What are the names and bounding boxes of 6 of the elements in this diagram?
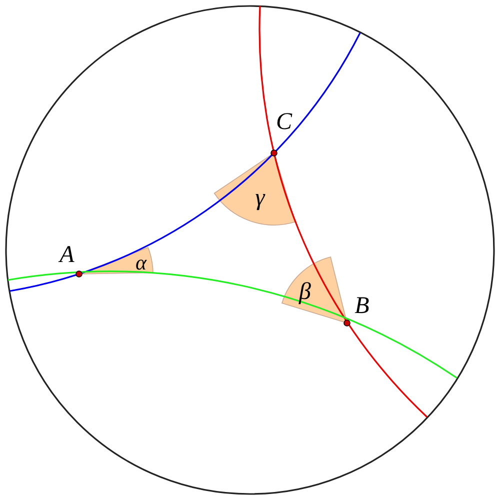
angle-label: α	[135, 256, 147, 270]
angle-label: γ	[255, 186, 265, 210]
vertex-label: A	[60, 243, 74, 267]
vertex-label: B	[354, 294, 370, 318]
angle-label: β	[299, 280, 311, 304]
vertex-label: C	[276, 110, 292, 134]
